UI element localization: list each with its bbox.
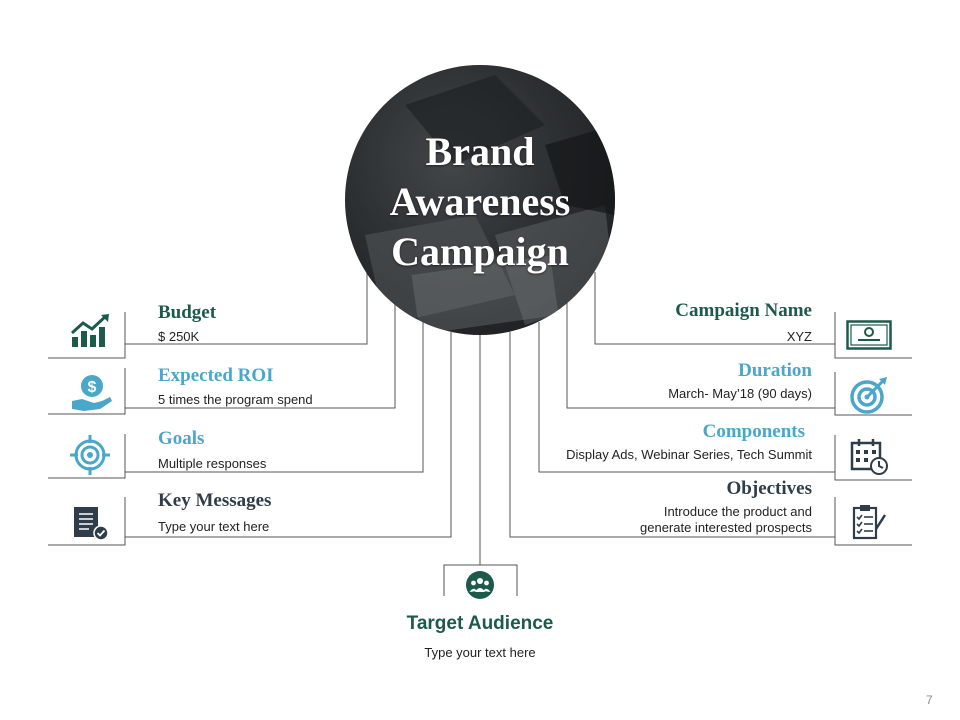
target-audience-desc: Type your text here: [424, 645, 536, 660]
bullseye-icon: [850, 377, 887, 414]
expected-roi-desc: 5 times the program spend: [158, 392, 313, 407]
growth-chart-icon: [70, 314, 109, 347]
duration-desc: March- May’18 (90 days): [668, 386, 812, 401]
budget-desc: $ 250K: [158, 329, 200, 344]
target-icon: [70, 435, 110, 475]
document-check-icon: [74, 507, 109, 541]
goals-title: Goals: [158, 428, 205, 449]
key-messages-desc: Type your text here: [158, 519, 270, 534]
hero-title: Brand Awareness Campaign: [389, 129, 571, 274]
people-group-icon: [466, 571, 494, 599]
duration-title: Duration: [738, 360, 812, 381]
hero-circle: Brand Awareness Campaign: [345, 65, 615, 335]
page-number: 7: [926, 693, 933, 707]
campaign-name-desc: XYZ: [786, 329, 812, 344]
budget-title: Budget: [158, 302, 217, 323]
components-title: Components: [702, 421, 805, 442]
campaign-name-title: Campaign Name: [675, 300, 812, 321]
objectives-desc: Introduce the product and generate inter…: [640, 504, 812, 535]
objectives-title: Objectives: [726, 478, 812, 499]
goals-desc: Multiple responses: [158, 456, 267, 471]
components-desc: Display Ads, Webinar Series, Tech Summit: [566, 447, 812, 462]
banknote-icon: [846, 320, 892, 350]
money-hand-icon: $: [72, 375, 112, 411]
target-audience-title: Target Audience: [406, 613, 554, 634]
key-messages-title: Key Messages: [158, 490, 272, 511]
meeting-photo-backdrop: [345, 65, 615, 335]
svg-text:$: $: [88, 379, 97, 396]
clipboard-checklist-icon: [852, 505, 887, 540]
expected-roi-title: Expected ROI: [158, 365, 274, 386]
calendar-clock-icon: [850, 439, 888, 475]
